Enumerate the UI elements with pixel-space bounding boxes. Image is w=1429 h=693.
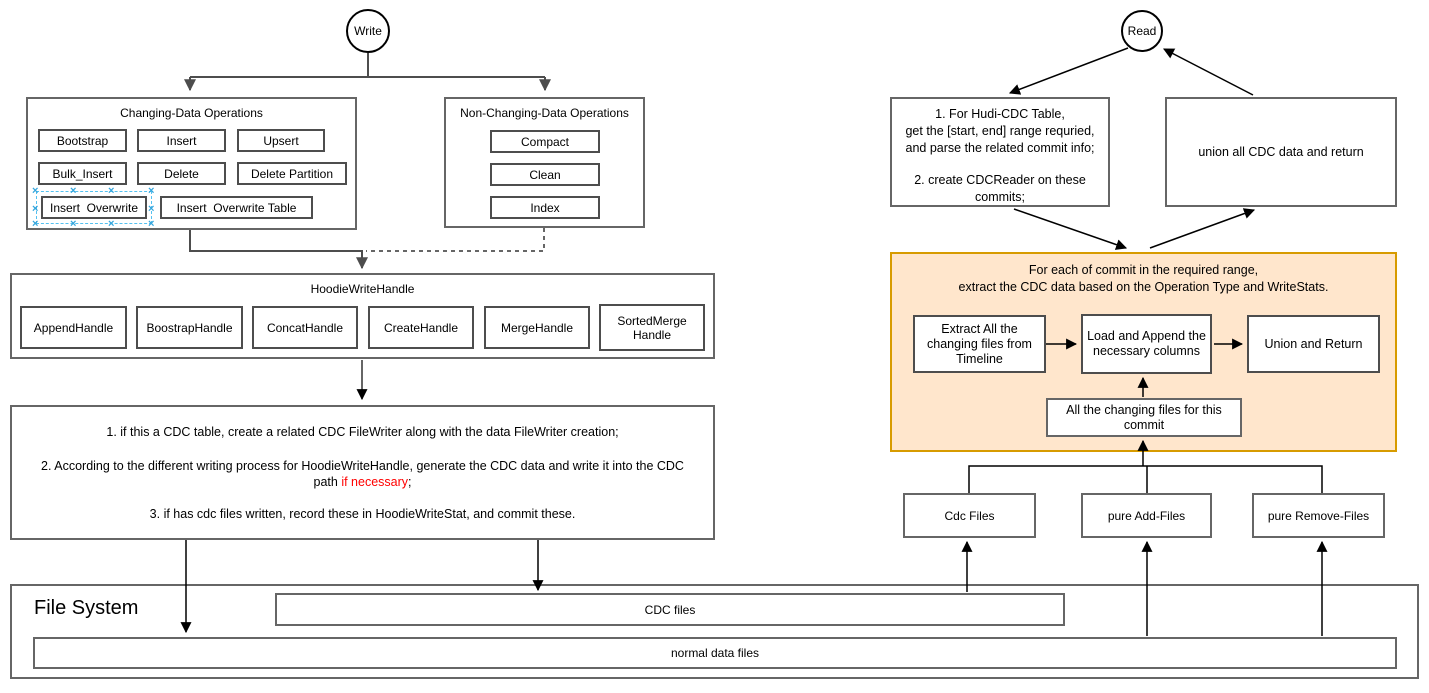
selection-handle[interactable]: × [32, 203, 39, 215]
op-insert-overwrite-table[interactable]: Insert Overwrite Table [160, 196, 313, 219]
file-system-title: File System [34, 597, 139, 619]
hoodie-write-handle-title: HoodieWriteHandle [310, 282, 415, 296]
pure-remove-files-node[interactable]: pure Remove-Files [1252, 493, 1385, 538]
selection-handle[interactable]: × [148, 185, 155, 197]
read-plan-box[interactable]: 1. For Hudi-CDC Table, get the [start, e… [890, 97, 1110, 207]
cdc-step-2: 2. According to the different writing pr… [41, 459, 684, 489]
selection-handle[interactable]: × [148, 218, 155, 230]
handle-sorted-merge[interactable]: SortedMerge Handle [599, 304, 705, 351]
selection-handle[interactable]: × [70, 218, 77, 230]
changing-files-for-commit-box[interactable]: All the changing files for this commit [1046, 398, 1242, 437]
read-plan-step-1: 1. For Hudi-CDC Table, get the [start, e… [905, 107, 1095, 155]
cdc-files-bar[interactable]: CDC files [275, 593, 1065, 626]
cdc-step-2-highlight: if necessary [341, 475, 409, 489]
op-upsert[interactable]: Upsert [237, 129, 325, 152]
op-compact[interactable]: Compact [490, 130, 600, 153]
selection-handle[interactable]: × [108, 218, 115, 230]
extract-changing-files-box[interactable]: Extract All the changing files from Time… [913, 315, 1046, 373]
cdc-extract-group-title: For each of commit in the required range… [958, 263, 1329, 294]
union-and-return-box[interactable]: Union and Return [1247, 315, 1380, 373]
op-insert[interactable]: Insert [137, 129, 226, 152]
cdc-step-3: 3. if has cdc files written, record thes… [149, 507, 576, 521]
cdc-write-steps-note[interactable]: 1. if this a CDC table, create a related… [10, 405, 715, 540]
load-append-columns-box[interactable]: Load and Append the necessary columns [1081, 314, 1212, 374]
hoodie-write-handle-group[interactable]: HoodieWriteHandle [10, 273, 715, 359]
cdc-files-node[interactable]: Cdc Files [903, 493, 1036, 538]
non-changing-ops-title: Non-Changing-Data Operations [460, 106, 629, 120]
handle-boostrap[interactable]: BoostrapHandle [136, 306, 243, 349]
op-index[interactable]: Index [490, 196, 600, 219]
handle-concat[interactable]: ConcatHandle [252, 306, 358, 349]
handle-append[interactable]: AppendHandle [20, 306, 127, 349]
selection-handle[interactable]: × [32, 218, 39, 230]
op-bootstrap[interactable]: Bootstrap [38, 129, 127, 152]
op-delete[interactable]: Delete [137, 162, 226, 185]
write-node-label: Write [354, 24, 382, 38]
handle-merge[interactable]: MergeHandle [484, 306, 590, 349]
read-node[interactable]: Read [1121, 10, 1163, 52]
op-insert-overwrite[interactable]: Insert Overwrite [41, 196, 147, 219]
selection-handle[interactable]: × [32, 185, 39, 197]
pure-add-files-node[interactable]: pure Add-Files [1081, 493, 1212, 538]
op-delete-partition[interactable]: Delete Partition [237, 162, 347, 185]
op-clean[interactable]: Clean [490, 163, 600, 186]
handle-create[interactable]: CreateHandle [368, 306, 474, 349]
op-bulk-insert[interactable]: Bulk_Insert [38, 162, 127, 185]
selection-handle[interactable]: × [148, 203, 155, 215]
normal-data-files-bar[interactable]: normal data files [33, 637, 1397, 669]
read-node-label: Read [1127, 24, 1157, 38]
write-node[interactable]: Write [346, 9, 390, 53]
changing-ops-title: Changing-Data Operations [120, 106, 263, 120]
selection-handle[interactable]: × [70, 185, 77, 197]
union-result-box[interactable]: union all CDC data and return [1165, 97, 1397, 207]
read-plan-step-2: 2. create CDCReader on these commits; [914, 173, 1086, 204]
selection-handle[interactable]: × [108, 185, 115, 197]
cdc-step-1: 1. if this a CDC table, create a related… [106, 425, 619, 439]
